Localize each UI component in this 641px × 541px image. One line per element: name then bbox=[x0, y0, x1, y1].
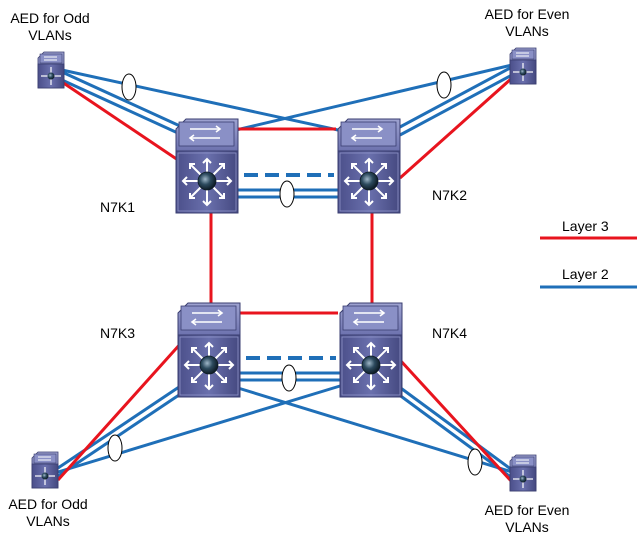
switch-n7k1 bbox=[175, 118, 239, 214]
label-aed-bottom-left: AED for Odd VLANs bbox=[8, 496, 88, 529]
label-n7k4: N7K4 bbox=[432, 325, 468, 341]
aed-switch-bottom-left bbox=[31, 451, 59, 489]
l2-link-aedbr-n7k3 bbox=[237, 386, 513, 474]
layer3-links bbox=[56, 76, 514, 484]
label-aed-bottom-right: AED for Even VLANs bbox=[484, 502, 570, 535]
l2-link-aedbr-n7k4 bbox=[397, 384, 513, 472]
switch-n7k2 bbox=[337, 118, 401, 214]
switch-n7k4 bbox=[339, 302, 403, 398]
label-n7k3: N7K3 bbox=[100, 325, 136, 341]
l2-link-aedtr-n7k2b bbox=[399, 73, 513, 137]
port-channel-ellipse bbox=[467, 448, 483, 476]
port-channel-ellipse bbox=[121, 73, 137, 101]
l2-link-aedtl-n7k2 bbox=[61, 68, 339, 132]
l2-link-aedbl-n7k4 bbox=[57, 384, 341, 474]
l3-link-aedbr-n7k4 bbox=[398, 358, 514, 484]
l2-link-aedtr-n7k2 bbox=[399, 65, 513, 129]
port-channel-ellipse bbox=[281, 364, 297, 392]
aed-switch-top-left bbox=[37, 51, 65, 89]
label-aed-top-left: AED for Odd VLANs bbox=[10, 10, 90, 43]
label-n7k1: N7K1 bbox=[100, 199, 136, 215]
l3-link-aedtl-n7k1 bbox=[61, 80, 179, 162]
label-aed-top-right: AED for Even VLANs bbox=[484, 6, 570, 39]
l3-link-aedtr-n7k2 bbox=[399, 76, 513, 180]
l2-link-aedbl-n7k3b bbox=[57, 391, 183, 478]
l2-link-aedbr-n7k4b bbox=[397, 392, 513, 480]
l2-link-aedtr-n7k1 bbox=[235, 63, 513, 132]
aed-switch-top-right bbox=[509, 47, 537, 85]
port-channel-markers bbox=[107, 71, 483, 476]
label-n7k2: N7K2 bbox=[432, 187, 468, 203]
legend-layer2-label: Layer 2 bbox=[562, 266, 609, 282]
peer-keepalive-links bbox=[244, 173, 336, 360]
port-channel-ellipse bbox=[279, 180, 295, 208]
legend-layer3-label: Layer 3 bbox=[562, 218, 609, 234]
l2-link-aedtl-n7k1 bbox=[61, 70, 181, 128]
aed-switch-bottom-right bbox=[509, 454, 537, 492]
layer2-links bbox=[57, 63, 513, 480]
switch-n7k3 bbox=[177, 302, 241, 398]
l2-link-aedtl-n7k1b bbox=[61, 78, 181, 136]
l2-link-aedbl-n7k3 bbox=[57, 383, 183, 470]
port-channel-ellipse bbox=[107, 434, 123, 462]
l3-link-aedbl-n7k3 bbox=[56, 340, 184, 482]
port-channel-ellipse bbox=[436, 71, 452, 99]
